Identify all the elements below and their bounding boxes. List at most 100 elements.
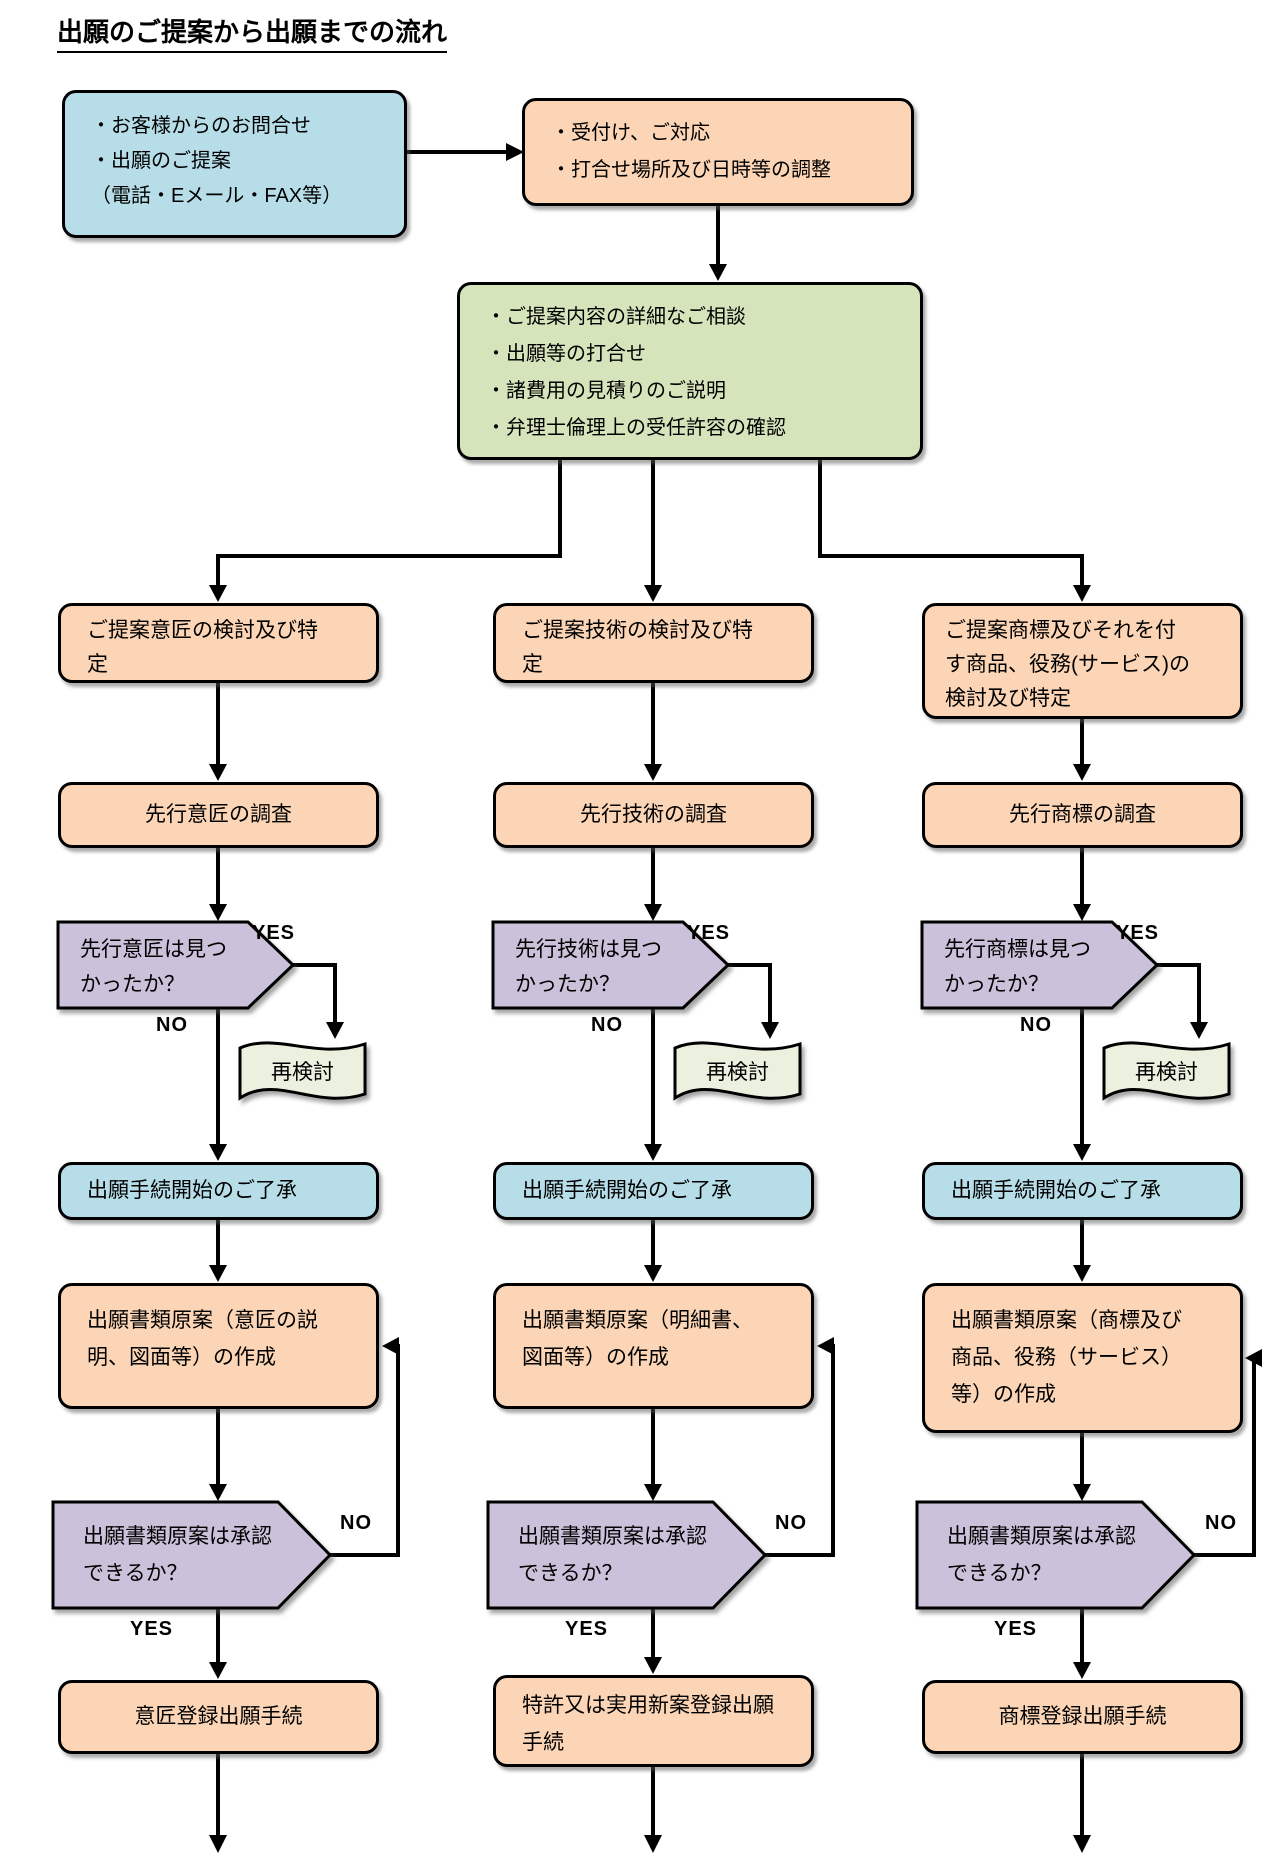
text-line: ・お客様からのお問合せ <box>91 115 311 137</box>
text-line: ご提案技術の検討及び特 <box>522 619 753 642</box>
design-found-question: 先行意匠は見つ かったか？ <box>80 932 270 1002</box>
patent-connectors <box>644 683 835 1853</box>
text-line: 定 <box>87 653 108 676</box>
text-line: 出願手続開始のご了承 <box>522 1179 732 1202</box>
patent-approval-question: 出願書類原案は承認 できるか？ <box>518 1518 728 1592</box>
trademark-found-decision <box>920 920 1160 1010</box>
text-line: ・受付け、ご対応 <box>551 122 710 144</box>
design-prior-search-box: 先行意匠の調査 <box>58 782 379 848</box>
text-line: ・出願のご提案 <box>91 150 231 172</box>
design-rework-shape <box>238 1041 367 1101</box>
trademark-approval-yes-label: YES <box>994 1618 1038 1640</box>
consultation-box: ・ご提案内容の詳細なご相談 ・出願等の打合せ ・諸費用の見積りのご説明 ・弁理士… <box>457 282 923 460</box>
trademark-prior-search-box: 先行商標の調査 <box>922 782 1243 848</box>
trademark-found-no-label: NO <box>1020 1014 1052 1036</box>
design-found-no-label: NO <box>156 1014 188 1036</box>
text-line: かったか？ <box>515 973 620 996</box>
text-line: 商品、役務（サービス） <box>951 1346 1182 1369</box>
text-line: 定 <box>522 653 543 676</box>
text-line: かったか？ <box>80 973 185 996</box>
page-title: 出願のご提案から出願までの流れ <box>57 12 448 53</box>
text-line: 出願書類原案（明細書、 <box>522 1309 753 1332</box>
design-approval-no-label: NO <box>340 1512 372 1534</box>
text-line: できるか？ <box>947 1562 1052 1585</box>
text-line: ・諸費用の見積りのご説明 <box>486 380 726 402</box>
design-approval-yes-label: YES <box>130 1618 174 1640</box>
text-line: 意匠登録出願手続 <box>134 1705 303 1728</box>
text-line: 出願書類原案は承認 <box>947 1525 1136 1548</box>
text-line: ご提案意匠の検討及び特 <box>87 619 318 642</box>
text-line: 特許又は実用新案登録出願 <box>522 1694 774 1717</box>
design-found-yes-label: YES <box>252 922 296 944</box>
text-line: 出願書類原案（商標及び <box>951 1309 1182 1332</box>
text-line: 図面等）の作成 <box>522 1346 669 1369</box>
trademark-found-yes-label: YES <box>1116 922 1160 944</box>
text-line: ・打合せ場所及び日時等の調整 <box>551 159 831 181</box>
text-line: 先行商標の調査 <box>1009 803 1156 826</box>
patent-consent-box: 出願手続開始のご了承 <box>493 1162 814 1220</box>
design-connectors <box>209 683 400 1853</box>
design-consent-box: 出願手続開始のご了承 <box>58 1162 379 1220</box>
patent-found-question: 先行技術は見つ かったか？ <box>515 932 705 1002</box>
text-line: 先行意匠は見つ <box>80 938 227 961</box>
trademark-final-box: 商標登録出願手続 <box>922 1680 1243 1754</box>
connector-reception-to-consultation <box>709 206 727 281</box>
text-line: できるか？ <box>518 1562 623 1585</box>
reception-box: ・受付け、ご対応 ・打合せ場所及び日時等の調整 <box>522 98 914 206</box>
trademark-approval-decision <box>915 1500 1197 1610</box>
text-line: 先行技術の調査 <box>580 803 727 826</box>
text-line: す商品、役務(サービス)の <box>945 653 1190 676</box>
trademark-rework-label: 再検討 <box>1135 1061 1198 1084</box>
connector-inquiry-to-reception <box>407 143 524 161</box>
patent-draft-box: 出願書類原案（明細書、 図面等）の作成 <box>493 1283 814 1409</box>
connector-branch-design <box>209 460 562 602</box>
design-draft-box: 出願書類原案（意匠の説 明、図面等）の作成 <box>58 1283 379 1409</box>
connector-branch-trademark <box>818 460 1091 602</box>
trademark-consent-box: 出願手続開始のご了承 <box>922 1162 1243 1220</box>
patent-found-no-label: NO <box>591 1014 623 1036</box>
text-line: 先行意匠の調査 <box>145 803 292 826</box>
patent-found-yes-label: YES <box>687 922 731 944</box>
text-line: 等）の作成 <box>951 1383 1056 1406</box>
patent-final-box: 特許又は実用新案登録出願 手続 <box>493 1675 814 1767</box>
connector-branch-patent <box>644 460 662 602</box>
text-line: ・ご提案内容の詳細なご相談 <box>486 306 746 328</box>
text-line: 先行商標は見つ <box>944 938 1091 961</box>
patent-approval-decision <box>486 1500 768 1610</box>
trademark-draft-box: 出願書類原案（商標及び 商品、役務（サービス） 等）の作成 <box>922 1283 1243 1433</box>
text-line: （電話・Eメール・FAX等） <box>91 185 343 207</box>
text-line: 出願書類原案は承認 <box>83 1525 272 1548</box>
text-line: 検討及び特定 <box>945 687 1071 710</box>
patent-approval-no-label: NO <box>775 1512 807 1534</box>
design-approval-decision <box>51 1500 333 1610</box>
text-line: 出願手続開始のご了承 <box>951 1179 1161 1202</box>
text-line: 先行技術は見つ <box>515 938 662 961</box>
text-line: 手続 <box>522 1731 564 1754</box>
text-line: ・出願等の打合せ <box>486 343 646 365</box>
patent-found-decision <box>491 920 731 1010</box>
text-line: ・弁理士倫理上の受任許容の確認 <box>486 417 786 439</box>
design-final-box: 意匠登録出願手続 <box>58 1680 379 1754</box>
trademark-approval-no-label: NO <box>1205 1512 1237 1534</box>
trademark-rework-shape <box>1102 1041 1231 1101</box>
design-found-decision <box>56 920 296 1010</box>
trademark-approval-question: 出願書類原案は承認 できるか？ <box>947 1518 1157 1592</box>
text-line: 出願書類原案（意匠の説 <box>87 1309 318 1332</box>
patent-rework-label: 再検討 <box>706 1061 769 1084</box>
trademark-connectors <box>1073 719 1262 1853</box>
text-line: できるか？ <box>83 1562 188 1585</box>
text-line: 明、図面等）の作成 <box>87 1346 276 1369</box>
design-rework-label: 再検討 <box>271 1061 334 1084</box>
design-header-box: ご提案意匠の検討及び特 定 <box>58 603 379 683</box>
text-line: 商標登録出願手続 <box>998 1705 1167 1728</box>
text-line: ご提案商標及びそれを付 <box>945 619 1176 642</box>
trademark-header-box: ご提案商標及びそれを付 す商品、役務(サービス)の 検討及び特定 <box>922 603 1243 719</box>
patent-rework-shape <box>673 1041 802 1101</box>
text-line: 出願書類原案は承認 <box>518 1525 707 1548</box>
design-approval-question: 出願書類原案は承認 できるか？ <box>83 1518 293 1592</box>
patent-prior-search-box: 先行技術の調査 <box>493 782 814 848</box>
text-line: かったか？ <box>944 973 1049 996</box>
patent-header-box: ご提案技術の検討及び特 定 <box>493 603 814 683</box>
